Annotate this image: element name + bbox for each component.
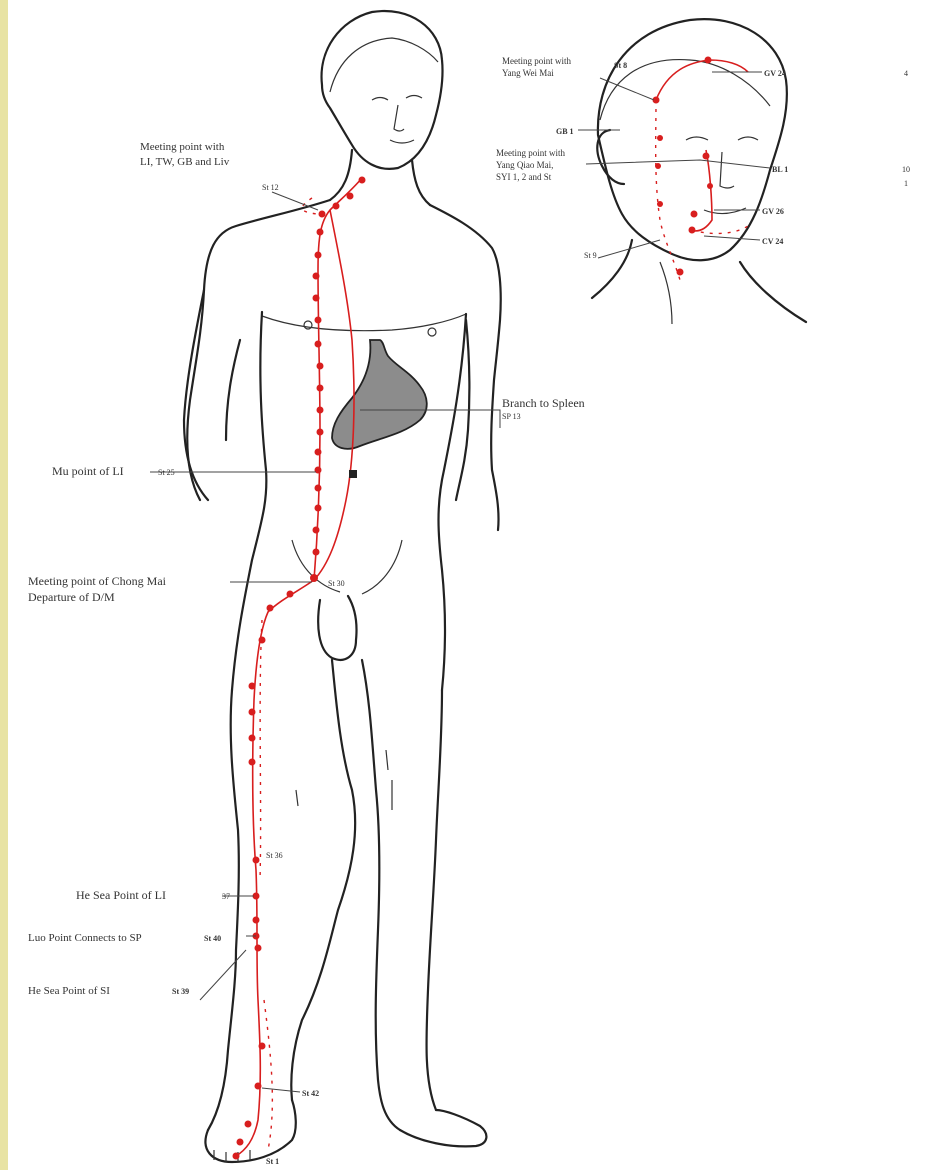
label-he-sea-li: He Sea Point of LI bbox=[76, 888, 166, 902]
label-meeting-yang-qiao-line2: Yang Qiao Mai, bbox=[496, 160, 553, 170]
margin-mark-b: 10 bbox=[902, 165, 910, 174]
label-st30: St 30 bbox=[328, 579, 345, 588]
label-st25: St 25 bbox=[158, 468, 175, 477]
label-st8: St 8 bbox=[614, 61, 627, 70]
label-meeting-li-tw-line2: LI, TW, GB and Liv bbox=[140, 156, 230, 168]
margin-mark-c: 1 bbox=[904, 179, 908, 188]
label-st12: St 12 bbox=[262, 183, 279, 192]
label-chong-mai-line1: Meeting point of Chong Mai bbox=[28, 574, 167, 588]
head-labels: Meeting point with Yang Wei Mai St 8 GV … bbox=[496, 56, 788, 260]
label-meeting-yang-qiao-line3: SYI 1, 2 and St bbox=[496, 172, 552, 182]
label-mu-point: Mu point of LI bbox=[52, 464, 124, 478]
label-st9: St 9 bbox=[584, 251, 597, 260]
label-branch-spleen: Branch to Spleen bbox=[502, 396, 585, 410]
label-st1-foot: St 1 bbox=[266, 1157, 279, 1166]
label-chong-mai-line2: Departure of D/M bbox=[28, 590, 115, 604]
stomach-organ-icon bbox=[332, 340, 427, 449]
label-meeting-yang-wei-line1: Meeting point with bbox=[502, 56, 571, 66]
label-he-sea-si: He Sea Point of SI bbox=[28, 985, 110, 997]
label-he-sea-li-point: 37 bbox=[222, 892, 230, 901]
label-gb1: GB 1 bbox=[556, 127, 574, 136]
stomach-meridian-body bbox=[233, 177, 366, 1160]
margin-mark-a: 4 bbox=[904, 69, 908, 78]
body-acupoints bbox=[233, 177, 366, 1160]
label-branch-spleen-sub: SP 13 bbox=[502, 412, 521, 421]
label-meeting-li-tw-line1: Meeting point with bbox=[140, 141, 225, 153]
label-gv24: GV 24 bbox=[764, 69, 786, 78]
label-st40: St 40 bbox=[204, 934, 221, 943]
margin-marks: 4 10 1 bbox=[902, 69, 910, 188]
label-meeting-yang-qiao-line1: Meeting point with bbox=[496, 148, 565, 158]
label-st42: St 42 bbox=[302, 1089, 319, 1098]
label-st36: St 36 bbox=[266, 851, 283, 860]
label-meeting-yang-wei-line2: Yang Wei Mai bbox=[502, 68, 554, 78]
label-st39: St 39 bbox=[172, 987, 189, 996]
label-gv26: GV 26 bbox=[762, 207, 784, 216]
label-luo-point: Luo Point Connects to SP bbox=[28, 932, 142, 944]
label-bl1: BL 1 bbox=[772, 165, 788, 174]
label-cv24: CV 24 bbox=[762, 237, 783, 246]
